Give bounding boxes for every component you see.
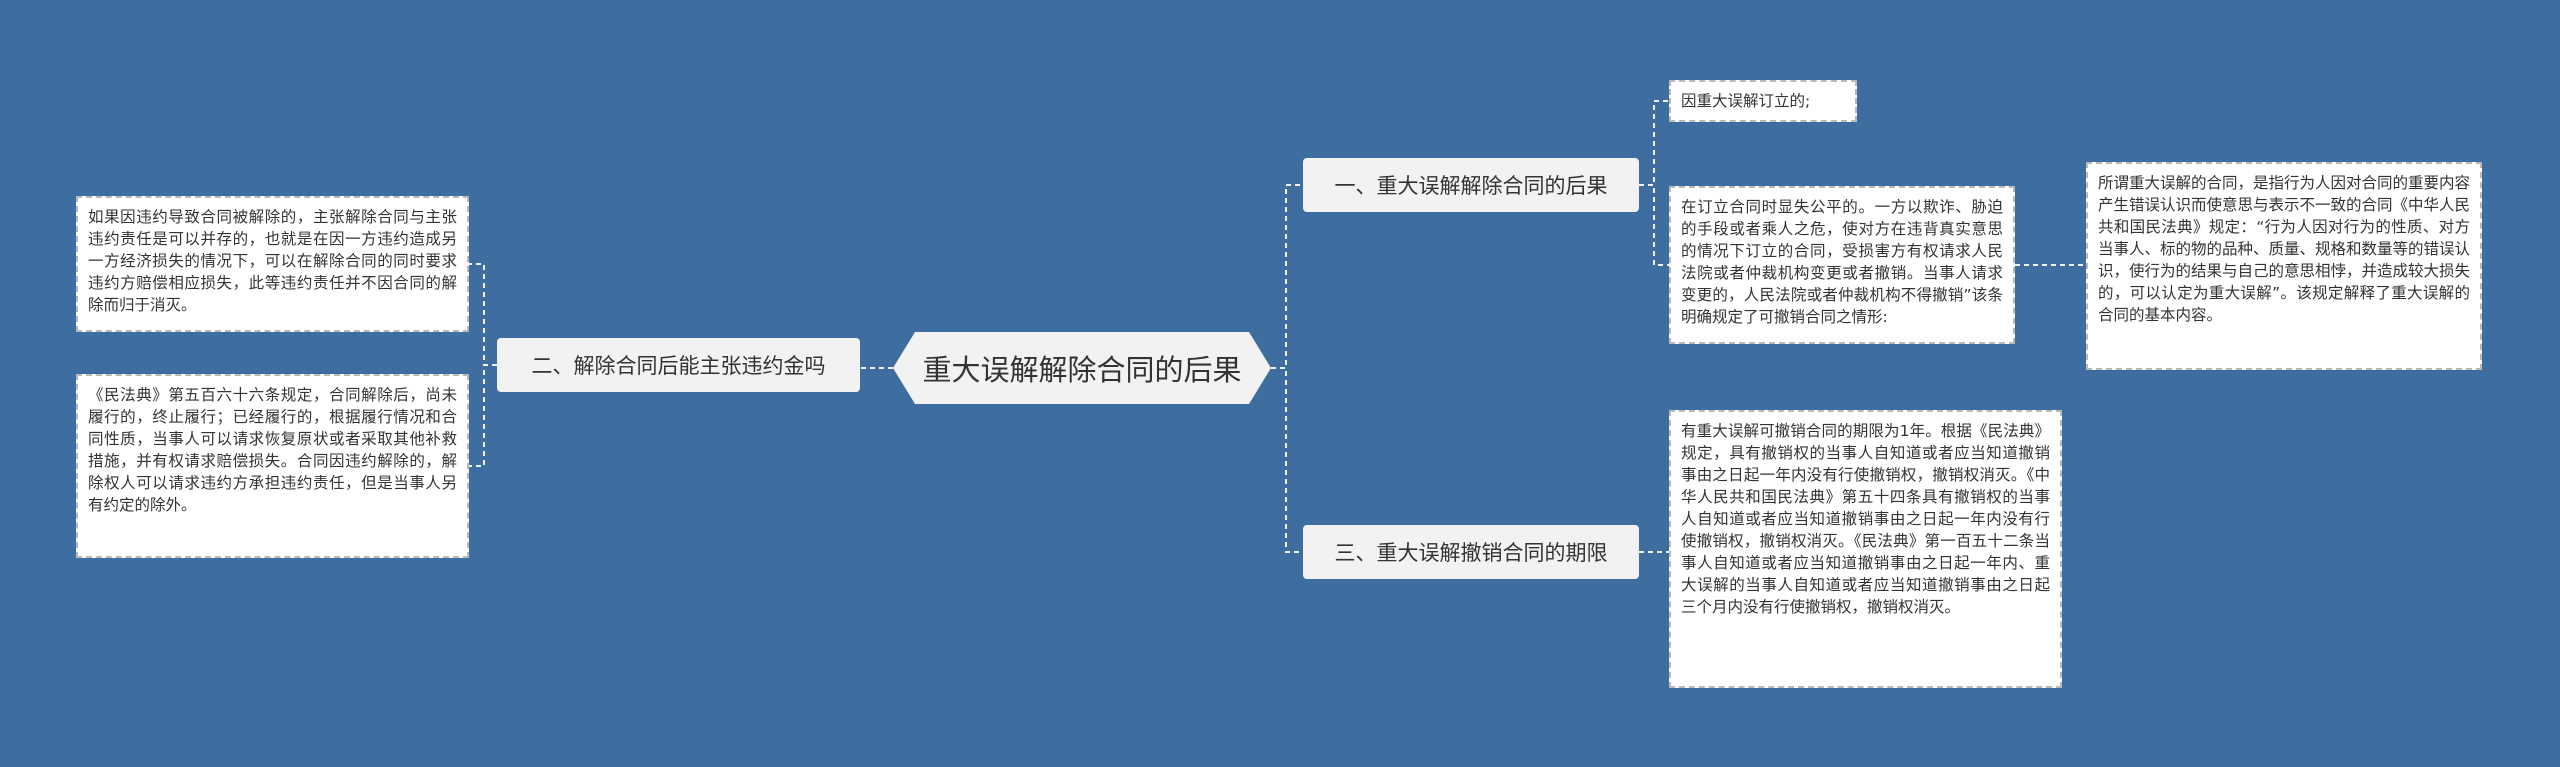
- link-root-branch-3: [1271, 367, 1303, 553]
- leaf-note-6[interactable]: 有重大误解可撤销合同的期限为1年。根据《民法典》规定，具有撤销权的当事人自知道或…: [1669, 410, 2062, 688]
- branch-topic-consequences[interactable]: 一、重大误解解除合同的后果: [1303, 158, 1639, 212]
- leaf-note-3[interactable]: 所谓重大误解的合同，是指行为人因对合同的重要内容产生错误认识而使意思与表示不一致…: [2086, 162, 2482, 370]
- leaf-note-4[interactable]: 如果因违约导致合同被解除的，主张解除合同与主张违约责任是可以并存的，也就是在因一…: [76, 196, 469, 332]
- link-branch-1-leaf-1: [1639, 100, 1669, 186]
- leaf-note-text: 在订立合同时显失公平的。一方以欺诈、胁迫的手段或者乘人之危，使对方在违背真实意思…: [1681, 198, 2003, 326]
- link-root-branch-1: [1271, 184, 1303, 369]
- branch-topic-penalty[interactable]: 二、解除合同后能主张违约金吗: [497, 338, 860, 392]
- link-branch-1-leaf-2: [1639, 184, 1669, 266]
- branch-topic-deadline[interactable]: 三、重大误解撤销合同的期限: [1303, 525, 1639, 579]
- leaf-note-text: 有重大误解可撤销合同的期限为1年。根据《民法典》规定，具有撤销权的当事人自知道或…: [1681, 422, 2050, 616]
- root-topic-label: 重大误解解除合同的后果: [922, 353, 1242, 387]
- leaf-note-1[interactable]: 因重大误解订立的;: [1669, 80, 1857, 122]
- branch-topic-label: 三、重大误解撤销合同的期限: [1334, 541, 1608, 565]
- leaf-note-5[interactable]: 《民法典》第五百六十六条规定，合同解除后，尚未履行的，终止履行；已经履行的，根据…: [76, 374, 469, 558]
- link-branch-2-leaf-4: [469, 263, 497, 366]
- link-branch-2-leaf-5: [469, 364, 497, 467]
- root-topic[interactable]: 重大误解解除合同的后果: [893, 332, 1271, 404]
- branch-topic-label: 一、重大误解解除合同的后果: [1334, 174, 1608, 198]
- leaf-note-text: 所谓重大误解的合同，是指行为人因对合同的重要内容产生错误认识而使意思与表示不一致…: [2098, 174, 2471, 324]
- leaf-note-text: 《民法典》第五百六十六条规定，合同解除后，尚未履行的，终止履行；已经履行的，根据…: [88, 386, 457, 514]
- branch-topic-label: 二、解除合同后能主张违约金吗: [531, 354, 826, 378]
- leaf-note-text: 因重大误解订立的;: [1681, 92, 1811, 110]
- leaf-note-2[interactable]: 在订立合同时显失公平的。一方以欺诈、胁迫的手段或者乘人之危，使对方在违背真实意思…: [1669, 186, 2015, 344]
- leaf-note-text: 如果因违约导致合同被解除的，主张解除合同与主张违约责任是可以并存的，也就是在因一…: [88, 208, 457, 314]
